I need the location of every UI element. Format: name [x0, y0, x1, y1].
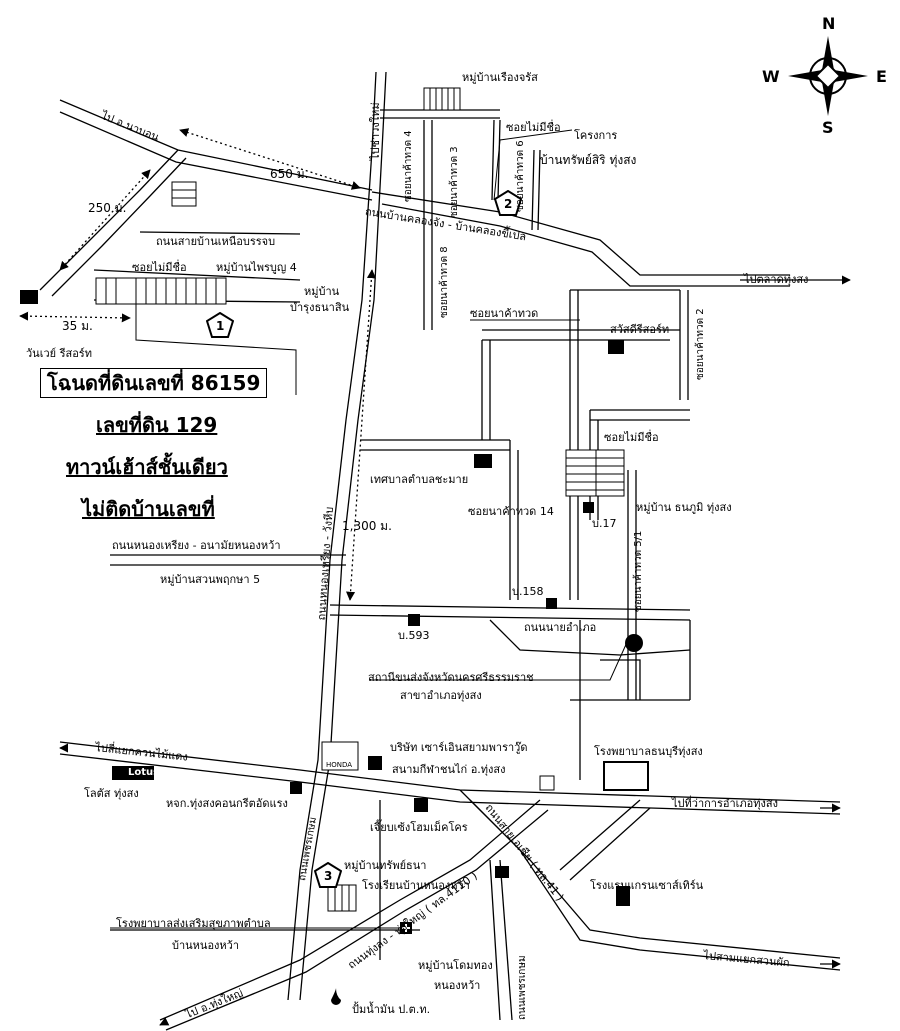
plot-number-title: เลขที่ดิน 129	[96, 413, 218, 437]
compass-rose-icon	[788, 36, 868, 116]
honda-logo-text: HONDA	[326, 761, 353, 769]
label-soi-14: ซอยนาค้าทวด 14	[468, 505, 554, 518]
label-suanphruksa: หมู่บ้านสวนพฤกษา 5	[160, 573, 261, 586]
townhouse-plot-blocks	[95, 87, 625, 912]
house-number-title: ไม่ติดบ้านเลขที่	[82, 497, 215, 521]
label-thanaphum: หมู่บ้าน ธนภูมิ ทุ่งสง	[636, 501, 732, 514]
leader-lines	[110, 129, 629, 929]
label-phaiboon: หมู่บ้านไพรบูญ 4	[216, 261, 297, 274]
label-road-nongriang: ถนนหนองเหรียง - อนามัยหนองหว้า	[112, 539, 281, 552]
label-sapthana: หมู่บ้านทรัพย์ธนา	[344, 859, 427, 872]
poi-symbols	[20, 290, 649, 1005]
location-marker-2: 2	[493, 189, 523, 220]
label-stadium: สนามกีฬาชนไก่ อ.ทุ่งสง	[392, 763, 506, 776]
distance-guides	[19, 128, 376, 601]
compass-west-label: W	[762, 67, 780, 86]
label-road-phetkasem-2: ถนนเพชรเกษม	[517, 955, 528, 1020]
road-network	[39, 71, 851, 1031]
label-road-amphoe: ถนนนายอำเภอ	[524, 621, 597, 634]
label-concrete: หจก.ทุ่งสงคอนกรีตอัดแรง	[166, 797, 288, 810]
label-runway: วันเวย์ รีสอร์ท	[26, 347, 92, 360]
distance-35-label: 35 ม.	[62, 319, 93, 333]
label-school: โรงเรียนบ้านหนองหว้า	[362, 879, 470, 892]
compass-south-label: S	[822, 118, 834, 137]
label-project: โครงการ	[574, 129, 618, 142]
label-domthong-1: หมู่บ้านโดมทอง	[418, 959, 493, 972]
label-ruangjarat: หมู่บ้านเรืองจรัส	[462, 71, 538, 84]
location-marker-1: 1	[205, 311, 235, 342]
label-sahasiam: บริษัท เซาร์เอินสยามพาราวู๊ด	[390, 741, 528, 754]
label-domthong-2: หนองหว้า	[434, 979, 481, 992]
label-soi-3: ซอยนาค้าทวด 3	[449, 146, 460, 218]
label-station-2: สาขาอำเภอทุ่งสง	[400, 689, 482, 702]
location-marker-1-label: 1	[216, 319, 225, 333]
label-clinic-1: โรงพยาบาลส่งเสริมสุขภาพตำบล	[116, 917, 271, 930]
compass-north-label: N	[822, 14, 836, 33]
label-b17: บ.17	[592, 517, 617, 530]
label-road-nuea: ถนนสายบ้านเหนือบรรจบ	[156, 235, 276, 248]
label-soi-no-name-right: ซอยไม่มีชื่อ	[604, 431, 659, 444]
label-b158: บ.158	[512, 585, 544, 598]
label-jiab: เจี๊ยบเซ้งโฮมเม็คโคร	[370, 821, 468, 834]
label-soi-5-1: ซอยนาค้าทวด 5/1	[633, 530, 644, 612]
label-soi-6: ซอยนาค้าทวด 6	[515, 140, 526, 212]
deed-number-title: โฉนดที่ดินเลขที่ 86159	[40, 368, 268, 398]
label-to-chawang: ไปช่าวงใหม่	[369, 102, 382, 160]
label-to-district-office: ไปที่ว่าการอำเภอทุ่งสง	[672, 797, 778, 810]
distance-650-label: 650 ม.	[270, 167, 309, 181]
label-soi-4: ซอยนาค้าทวด 4	[403, 130, 414, 202]
label-lotus: โลตัส ทุ่งสง	[84, 787, 139, 800]
label-soi-no-name-left: ซอยไม่มีชื่อ	[132, 261, 187, 274]
distance-1300-label: 1,300 ม.	[342, 519, 392, 533]
label-soi-8: ซอยนาค้าทวด 8	[439, 246, 450, 318]
label-soi-2: ซอยนาค้าทวด 2	[695, 308, 706, 380]
location-marker-2-label: 2	[504, 197, 513, 211]
location-marker-3-label: 3	[324, 869, 333, 883]
property-type-title: ทาวน์เฮ้าส์ชั้นเดียว	[66, 455, 228, 479]
label-sawatdee: สวัสดีรีสอร์ท	[610, 323, 670, 336]
label-sapsiri: บ้านทรัพย์สิริ ทุ่งสง	[540, 153, 637, 167]
label-hotel: โรงแรมแกรนเซาส์เทิร์น	[590, 879, 704, 892]
distance-250-label: 250 ม.	[88, 201, 127, 215]
label-b593: บ.593	[398, 629, 430, 642]
label-bamrung: บำรุงธนาสิน	[290, 301, 350, 314]
label-hospital-thonburi: โรงพยาบาลธนบุรีทุ่งสง	[594, 745, 703, 758]
label-station-1: สถานีขนส่งจังหวัดนครศรีธรรมราช	[368, 671, 534, 684]
location-marker-3: 3	[313, 861, 343, 892]
label-to-talat: ไปตลาดทุ่งสง	[744, 273, 809, 286]
compass-east-label: E	[876, 67, 887, 86]
label-soi-no-name-top: ซอยไม่มีชื่อ	[506, 121, 561, 134]
label-clinic-2: บ้านหนองหว้า	[172, 939, 240, 952]
label-thetsaban: เทศบาลตำบลชะมาย	[370, 473, 469, 486]
lotus-logo-text: Lotus	[128, 767, 160, 778]
label-soi-nakhamthuad: ซอยนาค้าทวด	[470, 307, 539, 320]
label-gas-station: ปั้มน้ำมัน ป.ต.ท.	[352, 1003, 431, 1016]
label-ban: หมู่บ้าน	[304, 285, 340, 298]
